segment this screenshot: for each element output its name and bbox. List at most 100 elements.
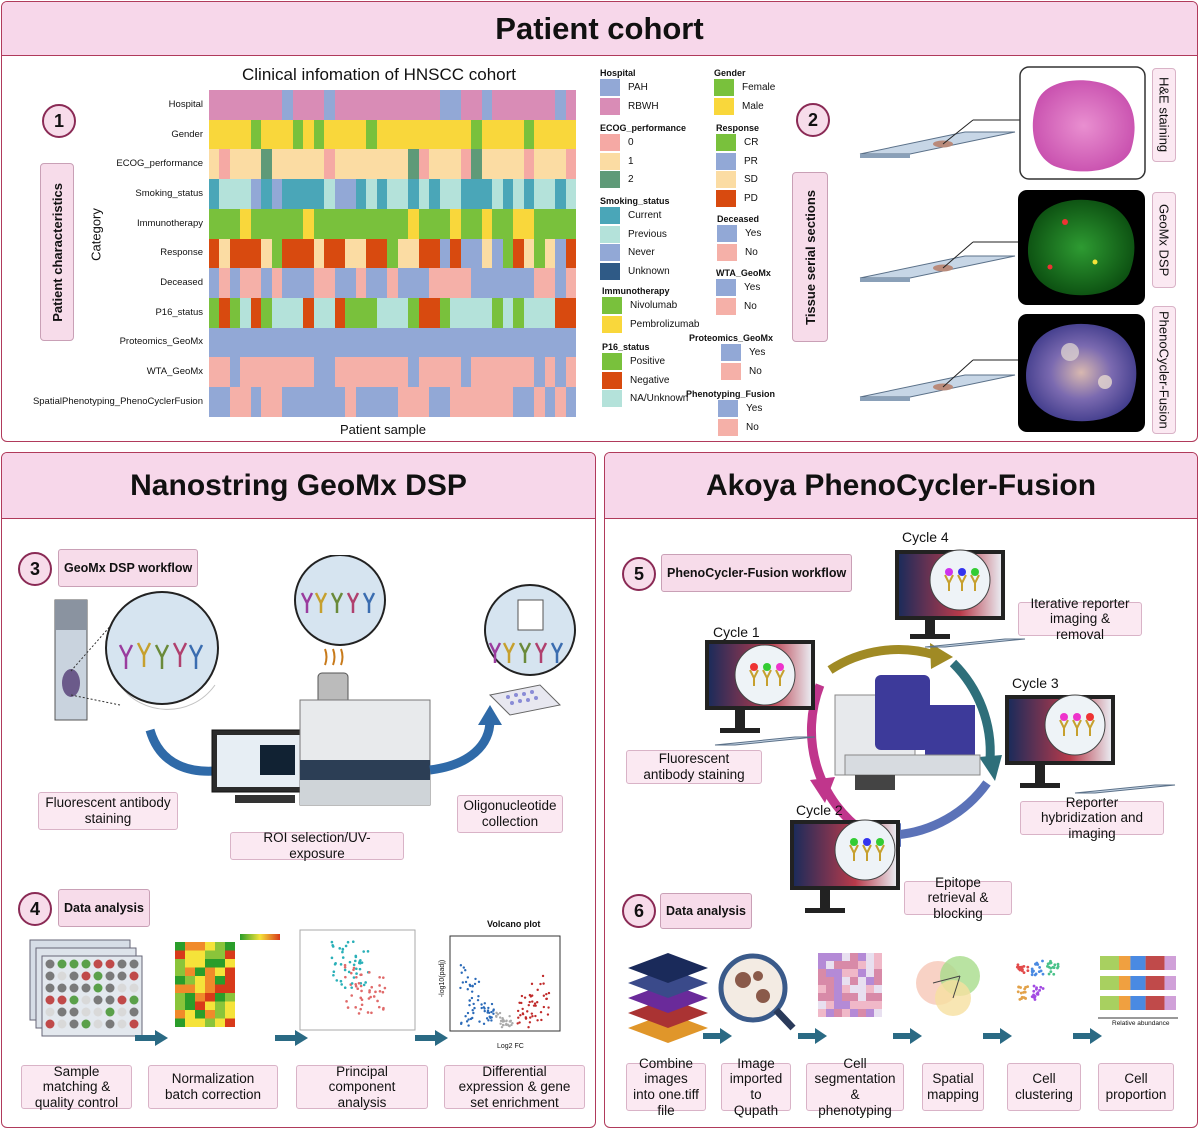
heatmap-cell	[292, 387, 304, 417]
heatmap-cell	[345, 238, 357, 269]
volcano-point	[490, 1002, 494, 1006]
volcano-point	[496, 1013, 500, 1016]
heatmap-cell	[334, 357, 346, 388]
heatmap-tile	[175, 967, 185, 976]
heatmap-cell	[282, 149, 294, 180]
well	[45, 983, 55, 993]
heatmap-cell	[282, 297, 294, 328]
heatmap-cell	[450, 357, 461, 388]
legend-item: Female	[714, 79, 775, 96]
pca-point	[355, 972, 358, 975]
volcano-point	[466, 988, 469, 991]
segmentation-tile	[842, 969, 850, 977]
akoya-staining-label: Fluorescent antibody staining	[626, 750, 762, 784]
volcano-point	[529, 1016, 532, 1019]
heatmap-cell	[534, 297, 545, 328]
volcano-point	[534, 1014, 537, 1018]
legend-item-label: Pembrolizumab	[630, 318, 700, 330]
heatmap-cell	[460, 387, 472, 417]
heatmap-cell	[240, 179, 252, 210]
geomx-header: Nanostring GeoMx DSP	[2, 453, 595, 519]
heatmap-cell	[439, 357, 451, 388]
heatmap-cell	[209, 149, 220, 180]
heatmap-cell	[271, 149, 283, 180]
pca-point	[360, 1003, 364, 1007]
heatmap-cell	[292, 327, 304, 358]
cluster-point	[1019, 991, 1023, 995]
heatmap-tile	[175, 1001, 185, 1010]
geomx-step-sample-matching: Sample matching & quality control	[21, 1064, 132, 1110]
pca-point	[335, 979, 339, 982]
volcano-point	[487, 1006, 490, 1010]
tissue-serial-sections-tag: Tissue serial sections	[792, 172, 828, 342]
heatmap-cell	[513, 238, 524, 269]
proportion-segment	[1119, 996, 1131, 1010]
geomx-step-pca: Principal component analysis	[296, 1064, 428, 1110]
heatmap-cell	[471, 119, 482, 150]
segmentation-tile	[874, 985, 882, 993]
cluster-point	[1056, 962, 1060, 966]
heatmap-cell	[439, 268, 451, 299]
heatmap-tile	[195, 993, 205, 1002]
heatmap-cell	[366, 238, 378, 269]
pca-point	[367, 997, 371, 1000]
volcano-point	[542, 1005, 546, 1009]
segmentation-tile	[834, 953, 842, 961]
heatmap-cell	[481, 327, 493, 358]
heatmap-cell	[324, 238, 336, 269]
heatmap-cell	[460, 208, 472, 239]
geomx-staining-label: Fluorescent antibody staining	[38, 792, 178, 830]
geomx-workflow-tag: GeoMx DSP workflow	[58, 549, 199, 587]
heatmap-row-label: WTA_GeoMx	[146, 366, 203, 378]
segmentation-tile	[818, 977, 826, 985]
heatmap-cell	[219, 357, 231, 388]
volcano-point	[531, 1000, 534, 1003]
volcano-point	[486, 1009, 490, 1012]
heatmap-cell	[303, 268, 315, 299]
heatmap-cell	[450, 297, 461, 328]
well	[129, 959, 139, 969]
well	[81, 995, 91, 1005]
volcano-point	[464, 1015, 467, 1018]
cluster-point	[1051, 965, 1055, 969]
heatmap-tile	[195, 950, 205, 959]
pca-point	[349, 971, 353, 975]
heatmap-cell	[313, 238, 325, 269]
akoya-step-combine: Combine images into one.tiff file	[626, 1056, 706, 1118]
heatmap-cell	[471, 268, 482, 299]
cluster-point	[1026, 969, 1030, 973]
well	[129, 1019, 139, 1029]
legend-item: CR	[716, 134, 758, 151]
heatmap-cell	[324, 387, 336, 417]
volcano-point	[477, 995, 480, 998]
pca-point	[341, 950, 344, 954]
cluster-point	[1032, 984, 1036, 988]
heatmap-cell	[303, 357, 315, 388]
heatmap-cell	[460, 297, 472, 328]
heatmap-cell	[324, 90, 336, 120]
legend-swatch	[602, 390, 622, 407]
legend-group-title: Deceased	[717, 214, 760, 224]
pca-point	[348, 960, 352, 964]
heatmap-cell	[387, 179, 399, 210]
heatmap-row-label: Smoking_status	[135, 187, 203, 199]
cluster-point	[1016, 963, 1020, 967]
heatmap-cell	[534, 327, 545, 358]
legend-item-label: Current	[628, 210, 662, 221]
heatmap-cell	[324, 208, 336, 239]
heatmap-cell	[408, 268, 419, 299]
segmentation-tile	[858, 993, 866, 1001]
volcano-point	[540, 1018, 543, 1022]
heatmap-cell	[397, 149, 409, 180]
heatmap-cell	[376, 387, 388, 417]
volcano-point	[466, 1011, 470, 1015]
heatmap-cell	[261, 90, 273, 120]
cluster-point	[1026, 965, 1030, 969]
heatmap-cell	[502, 90, 514, 120]
legend-item: Unknown	[600, 262, 670, 280]
heatmap-cell	[397, 208, 409, 239]
cluster-point	[1017, 966, 1020, 969]
cluster-point	[1038, 966, 1042, 969]
heatmap-cell	[502, 268, 514, 299]
heatmap-cell	[418, 179, 430, 210]
